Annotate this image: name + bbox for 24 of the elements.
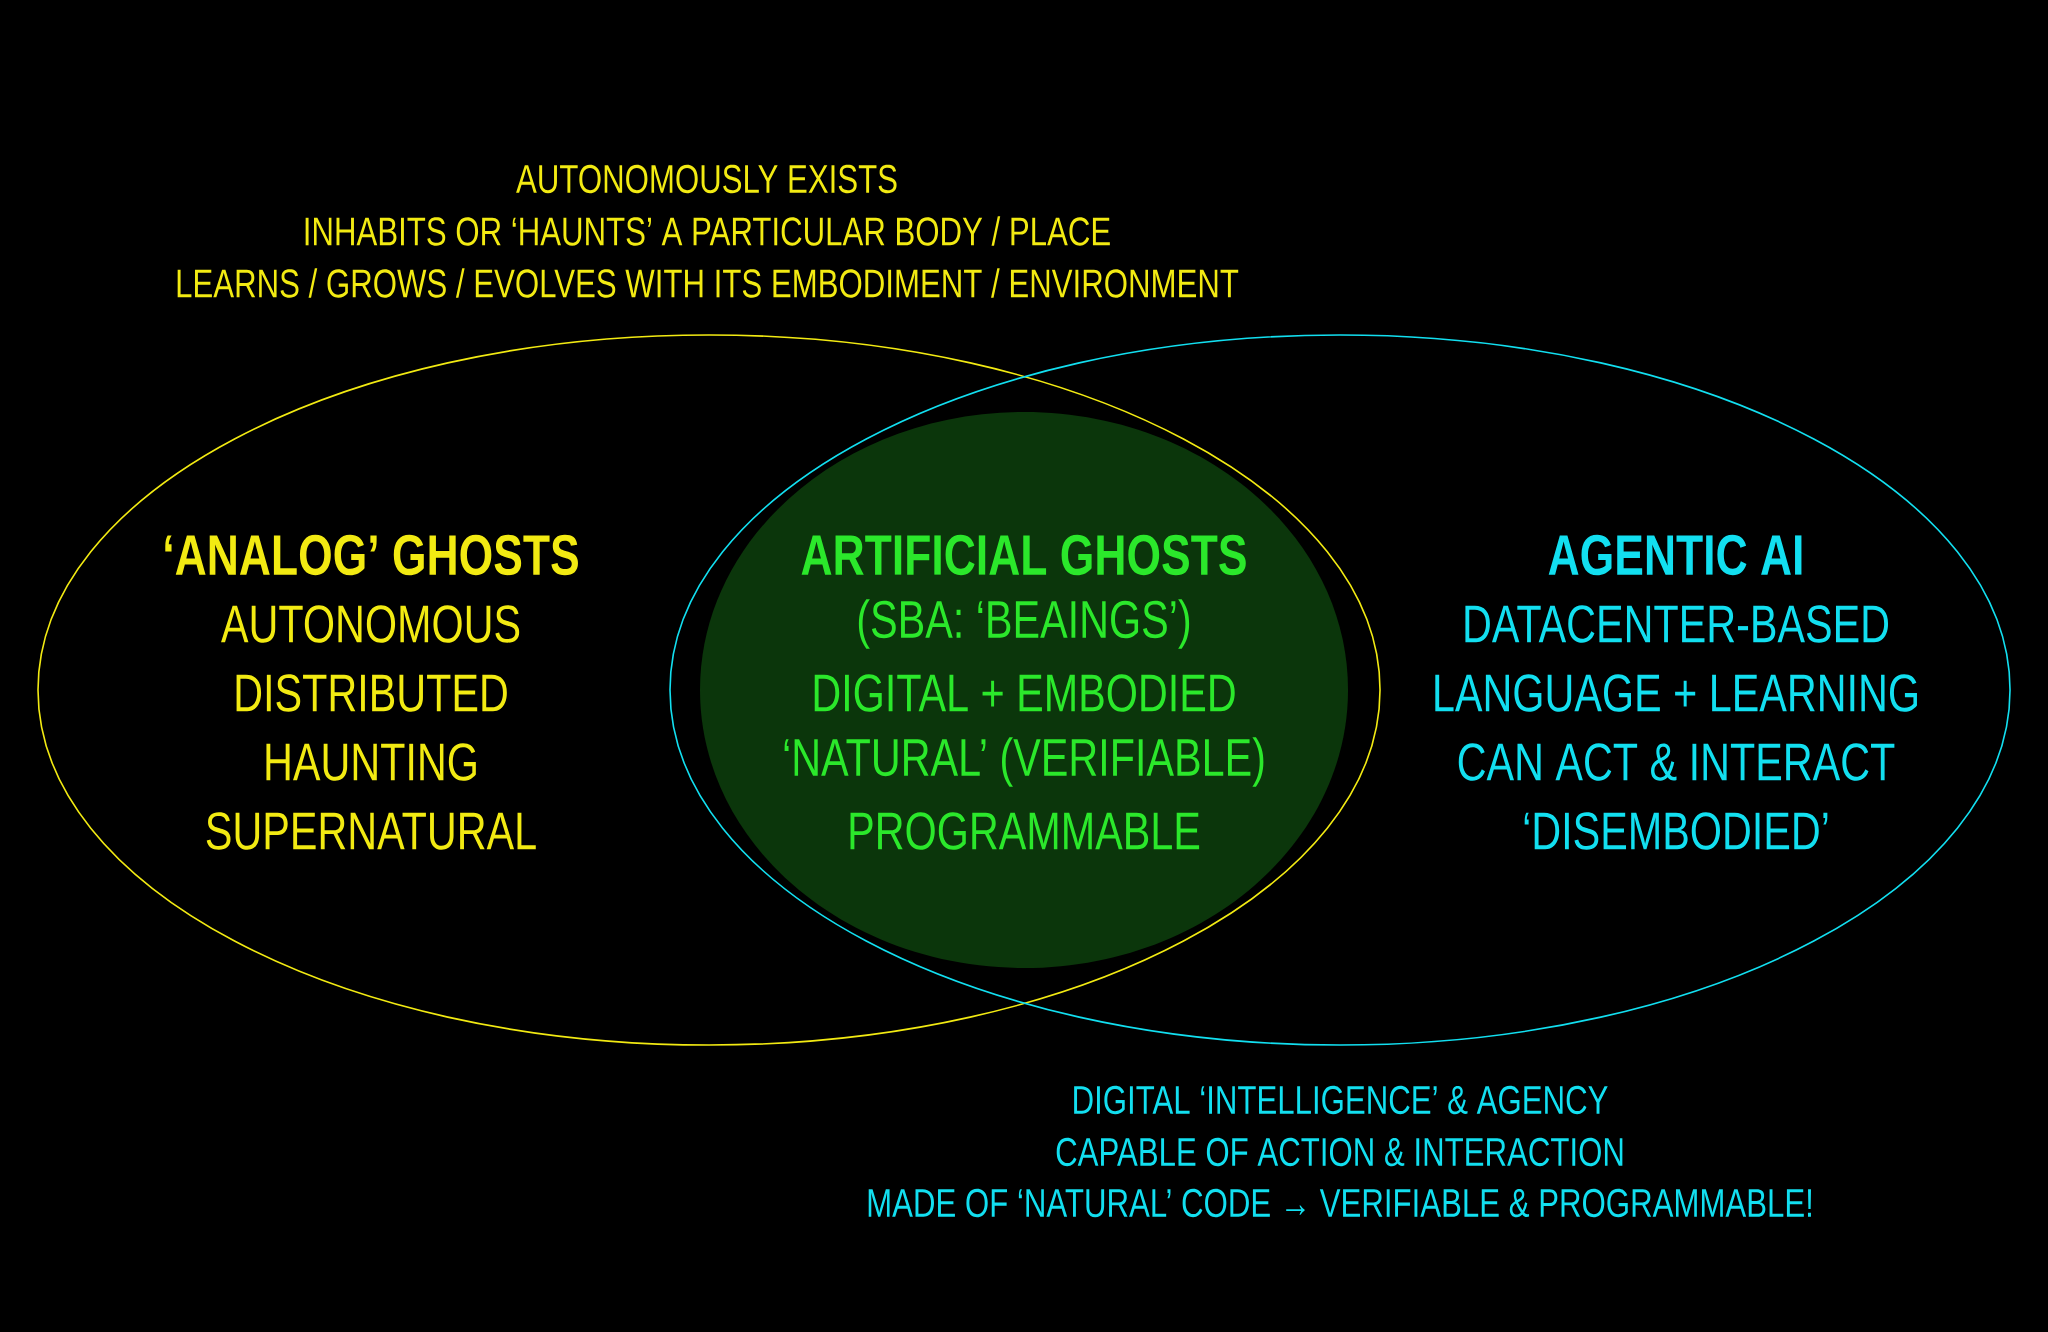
set-trait: DISTRIBUTED: [236, 674, 507, 712]
set-trait: AUTONOMOUS: [221, 605, 520, 643]
set-trait: DIGITAL + EMBODIED: [814, 674, 1235, 712]
note-text: DIGITAL ‘INTELLIGENCE’ & AGENCY: [1074, 1085, 1608, 1115]
set-trait: PROGRAMMABLE: [850, 812, 1200, 850]
note-text: INHABITS OR ‘HAUNTS’ A PARTICULAR BODY / PLACE: [305, 216, 1110, 246]
note-text: AUTONOMOUSLY EXISTS: [516, 164, 897, 194]
set-heading: ARTIFICIAL GHOSTS: [801, 534, 1246, 576]
set-trait: LANGUAGE + LEARNING: [1435, 674, 1917, 712]
note-text: MADE OF ‘NATURAL’ CODE → VERIFIABLE & PROGRAMMABLE!: [868, 1188, 1811, 1218]
set-ellipse: [669, 334, 2011, 1046]
set-trait: ‘DISEMBODIED’: [1524, 812, 1828, 850]
set-ellipse: [700, 412, 1348, 968]
note-text: LEARNS / GROWS / EVOLVES WITH ITS EMBODIMENT / ENVIRONMENT: [177, 268, 1239, 298]
set-heading: AGENTIC AI: [1548, 534, 1802, 576]
set-ellipse: [37, 334, 1381, 1046]
set-trait: HAUNTING: [266, 743, 476, 781]
set-trait: (SBA: ‘BEAINGS’): [858, 599, 1190, 649]
set-heading: ‘ANALOG’ GHOSTS: [165, 534, 578, 576]
set-trait: CAN ACT & INTERACT: [1458, 743, 1895, 781]
set-trait: ‘NATURAL’ (VERIFIABLE): [784, 737, 1264, 787]
note-text: CAPABLE OF ACTION & INTERACTION: [1056, 1137, 1623, 1167]
set-trait: DATACENTER-BASED: [1465, 605, 1889, 643]
set-trait: SUPERNATURAL: [206, 812, 536, 850]
